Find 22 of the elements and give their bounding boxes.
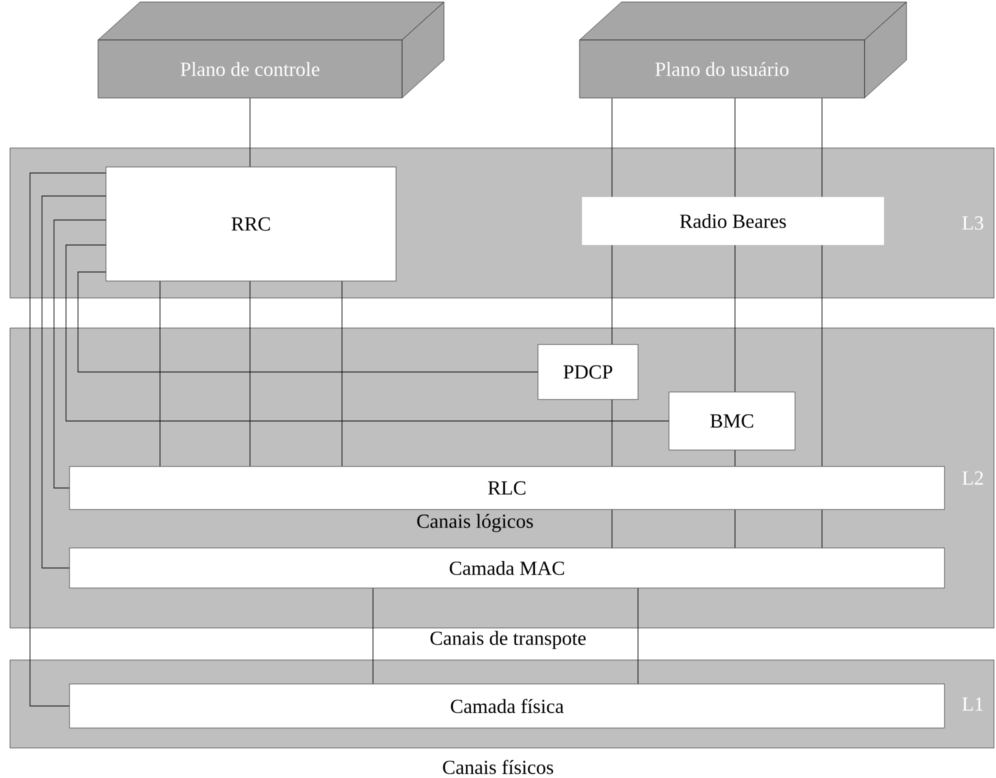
connector-line	[734, 98, 736, 198]
connector-line	[54, 220, 106, 488]
plane-block: Plano do usuário	[579, 2, 907, 98]
bearer-box: Radio Beares	[582, 197, 884, 245]
channel-label: Canais físicos	[443, 760, 554, 774]
process-box: RLC	[69, 466, 945, 510]
process-box: RRC	[106, 166, 396, 282]
process-box: BMC	[668, 392, 796, 450]
connector-line	[734, 509, 736, 548]
process-box: PDCP	[538, 344, 638, 400]
connector-line	[78, 272, 538, 372]
plane-block: Plano de controle	[98, 2, 444, 98]
channel-label: Canais lógicos	[417, 514, 533, 532]
connector-line	[372, 588, 374, 684]
channel-label: Canais de transpote	[430, 630, 586, 650]
connector-line	[734, 244, 736, 392]
connector-line	[30, 172, 106, 706]
process-box: Camada MAC	[69, 548, 945, 588]
connector-line	[734, 450, 736, 467]
process-box: Camada física	[69, 684, 945, 728]
connector-line	[42, 196, 106, 568]
connector-line	[66, 244, 670, 422]
